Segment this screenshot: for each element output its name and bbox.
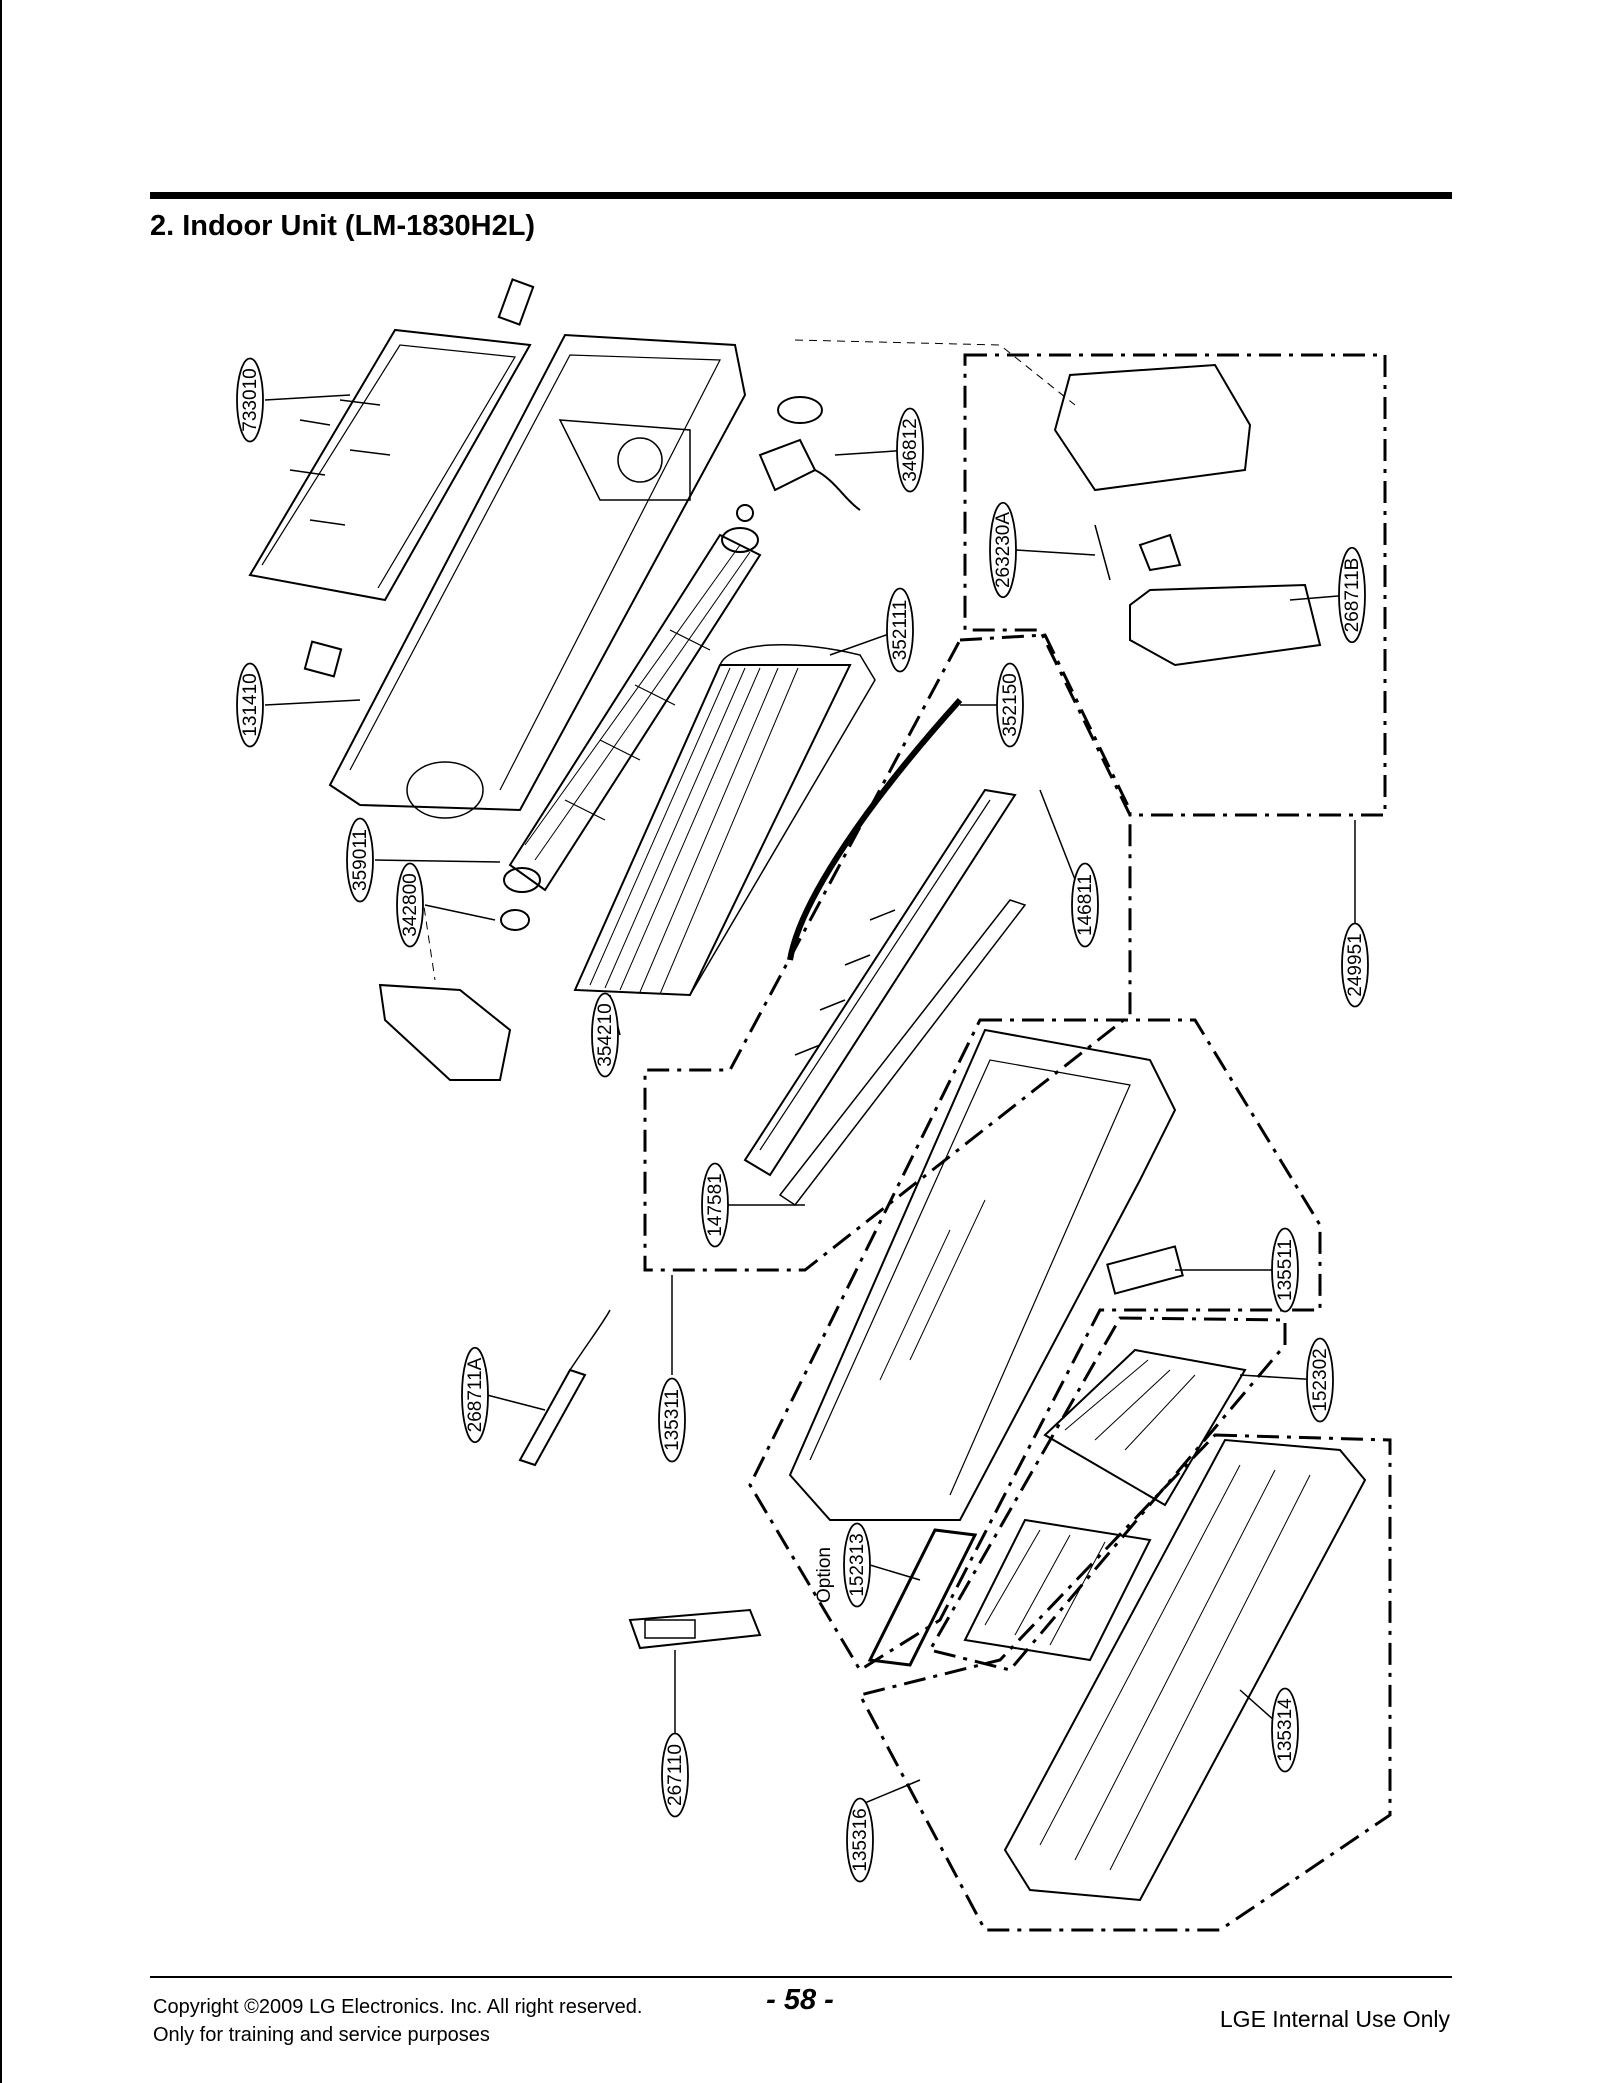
discharge-boundary xyxy=(643,633,1132,1272)
callout-oval xyxy=(1306,1337,1334,1423)
callout-147581: 147581 xyxy=(701,1162,729,1248)
lower-housing xyxy=(378,983,512,1081)
callout-oval xyxy=(989,501,1017,599)
callout-267110: 267110 xyxy=(661,1732,689,1818)
drain-hose xyxy=(787,697,963,961)
callout-oval xyxy=(701,1162,729,1248)
callout-oval xyxy=(661,1732,689,1818)
callout-oval xyxy=(346,817,374,903)
callout-135314: 135314 xyxy=(1271,1687,1299,1773)
callout-oval xyxy=(461,1346,489,1444)
cross-flow-fan xyxy=(500,504,762,931)
callout-oval xyxy=(1271,1687,1299,1773)
callout-135511: 135511 xyxy=(1271,1227,1299,1313)
callout-268711a: 268711A xyxy=(461,1346,489,1444)
callout-359011: 359011 xyxy=(346,817,374,903)
panel-boundary xyxy=(857,1433,1392,1932)
callout-352150: 352150 xyxy=(996,662,1024,748)
part-number: 267110 xyxy=(665,1744,686,1806)
fan-motor xyxy=(758,396,861,511)
part-number: 152313 xyxy=(847,1533,868,1596)
part-number: 135316 xyxy=(850,1808,871,1871)
callout-342800: 342800 xyxy=(396,862,424,948)
option-label: Option xyxy=(814,1547,835,1603)
discharge-grille xyxy=(743,788,1027,1207)
part-number: 249951 xyxy=(1345,933,1366,996)
page-left-border xyxy=(0,0,2,2083)
copyright-text: Copyright ©2009 LG Electronics. Inc. All… xyxy=(153,1996,643,2018)
part-number: 354210 xyxy=(595,1003,616,1066)
part-number: 146811 xyxy=(1075,874,1096,936)
part-number: 268711B xyxy=(1342,558,1363,633)
footer-rule xyxy=(150,1976,1452,1978)
callout-263230a: 263230A xyxy=(989,501,1017,599)
callout-152302: 152302 xyxy=(1306,1337,1334,1423)
page-title: 2. Indoor Unit (LM-1830H2L) xyxy=(150,210,536,242)
callout-135316: 135316 xyxy=(846,1797,874,1883)
callout-oval xyxy=(896,407,924,493)
callout-oval xyxy=(996,662,1024,748)
callout-oval xyxy=(1271,1227,1299,1313)
part-number: 147581 xyxy=(705,1173,726,1236)
part-number: 152302 xyxy=(1310,1348,1331,1411)
callout-oval xyxy=(236,357,264,443)
callout-249951: 249951 xyxy=(1341,922,1369,1008)
air-filter-upper xyxy=(1043,1348,1247,1507)
part-number: 263230A xyxy=(993,512,1014,588)
callout-135311: 135311 xyxy=(658,1377,686,1463)
callout-131410: 131410 xyxy=(236,662,264,748)
filter-boundary xyxy=(927,1316,1287,1672)
callout-352111: 352111 xyxy=(886,587,914,673)
front-panel xyxy=(1003,1438,1367,1902)
callout-oval xyxy=(396,862,424,948)
callout-oval xyxy=(236,662,264,748)
purpose-text: Only for training and service purposes xyxy=(153,2024,490,2046)
callout-oval xyxy=(591,992,619,1078)
callout-oval xyxy=(843,1522,871,1608)
installation-plate xyxy=(248,278,535,602)
remote-control xyxy=(628,1608,762,1650)
part-number: 352111 xyxy=(890,600,911,661)
callout-152313: 152313 xyxy=(843,1522,871,1608)
callout-oval xyxy=(1341,922,1369,1008)
part-number: 346812 xyxy=(900,418,921,481)
callout-733010: 733010 xyxy=(236,357,264,443)
part-number: 135314 xyxy=(1275,1698,1296,1762)
internal-use-text: LGE Internal Use Only xyxy=(1219,2006,1450,2032)
part-number: 733010 xyxy=(240,368,261,431)
part-number: 352150 xyxy=(1000,673,1021,736)
part-number: 135511 xyxy=(1275,1239,1296,1301)
frame-boundary xyxy=(748,1018,1322,1673)
callout-oval xyxy=(1338,546,1366,644)
option-filter xyxy=(867,1528,978,1667)
callout-oval xyxy=(886,587,914,673)
evaporator xyxy=(573,644,876,997)
part-number: 135311 xyxy=(662,1389,683,1451)
callout-146811: 146811 xyxy=(1071,862,1099,948)
air-filter-lower xyxy=(963,1518,1152,1662)
sensor-board xyxy=(518,1368,587,1467)
callout-354210: 354210 xyxy=(591,992,619,1078)
part-number: 268711A xyxy=(465,1357,486,1432)
header-rule xyxy=(150,192,1452,199)
callout-oval xyxy=(846,1797,874,1883)
part-number: 359011 xyxy=(350,829,371,891)
callout-268711b: 268711B xyxy=(1338,546,1366,644)
part-number: 342800 xyxy=(400,873,421,936)
page-number: - 58 - xyxy=(766,1984,834,2016)
callout-346812: 346812 xyxy=(896,407,924,493)
control-box xyxy=(1053,363,1322,667)
callout-oval xyxy=(658,1377,686,1463)
part-number: 131410 xyxy=(240,673,261,736)
chassis xyxy=(303,333,747,819)
callout-oval xyxy=(1071,862,1099,948)
front-frame xyxy=(788,1028,1184,1521)
control-box-boundary xyxy=(963,353,1387,817)
